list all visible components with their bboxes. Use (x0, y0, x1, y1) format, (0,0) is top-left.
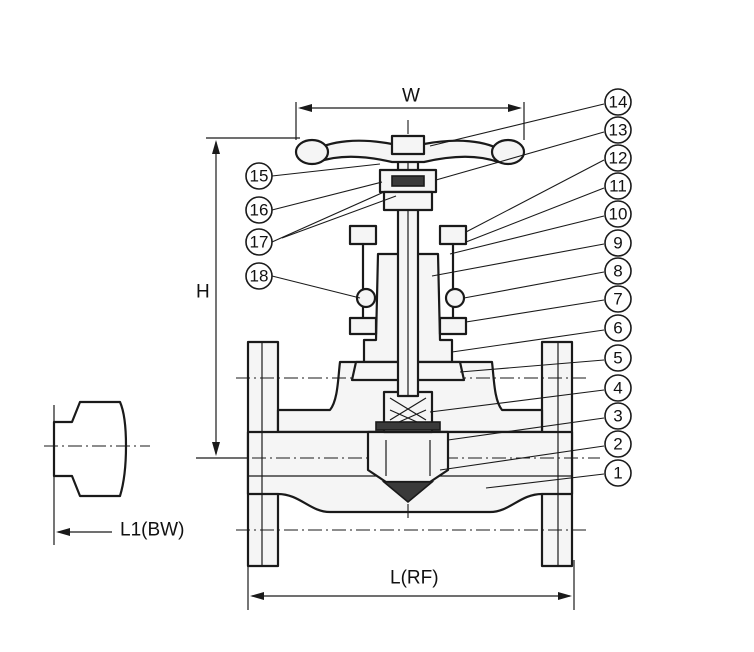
bonnet (350, 252, 466, 434)
callout-8: 8 (604, 257, 632, 285)
dimension-w-label: W (402, 86, 420, 107)
stem-nut (378, 168, 438, 212)
svg-text:10: 10 (609, 205, 628, 224)
svg-text:15: 15 (250, 167, 269, 186)
butt-weld-end-detail (44, 400, 150, 498)
svg-text:11: 11 (609, 177, 627, 196)
handwheel (294, 134, 526, 166)
svg-text:12: 12 (609, 149, 628, 168)
svg-text:16: 16 (250, 201, 269, 220)
svg-text:7: 7 (613, 290, 622, 309)
svg-text:1: 1 (613, 464, 622, 483)
callout-6: 6 (604, 314, 632, 342)
callout-18: 18 (245, 262, 273, 290)
callout-10: 10 (604, 200, 632, 228)
callout-13: 13 (604, 116, 632, 144)
svg-text:9: 9 (613, 234, 622, 253)
dimension-l1-bw: L1(BW) (53, 405, 184, 545)
svg-text:6: 6 (613, 319, 622, 338)
callout-17: 17 (245, 228, 273, 256)
callout-1: 1 (604, 459, 632, 487)
callout-5: 5 (604, 344, 632, 372)
callout-7: 7 (604, 285, 632, 313)
dimension-l-rf-label: L(RF) (390, 568, 439, 589)
svg-text:5: 5 (613, 349, 622, 368)
callout-4: 4 (604, 374, 632, 402)
svg-text:8: 8 (613, 262, 622, 281)
callout-16: 16 (245, 196, 273, 224)
gland-bolts (348, 224, 468, 336)
dimension-l-rf: L(RF) (247, 560, 575, 610)
svg-text:14: 14 (609, 93, 628, 112)
dimension-l1-bw-label: L1(BW) (120, 520, 184, 541)
callout-14: 14 (604, 88, 632, 116)
leader-lines (271, 103, 605, 489)
svg-text:17: 17 (250, 233, 269, 252)
svg-text:2: 2 (613, 435, 622, 454)
svg-text:13: 13 (609, 121, 628, 140)
svg-text:3: 3 (613, 407, 622, 426)
dimension-w: W (295, 86, 525, 140)
dimension-h-label: H (196, 282, 210, 303)
callout-12: 12 (604, 144, 632, 172)
callout-3: 3 (604, 402, 632, 430)
dimension-h: H (196, 137, 300, 459)
svg-text:4: 4 (613, 379, 622, 398)
svg-text:18: 18 (250, 267, 269, 286)
gate-wedge (366, 430, 450, 504)
callout-11: 11 (604, 172, 632, 200)
callout-9: 9 (604, 229, 632, 257)
callout-2: 2 (604, 430, 632, 458)
callout-15: 15 (245, 162, 273, 190)
